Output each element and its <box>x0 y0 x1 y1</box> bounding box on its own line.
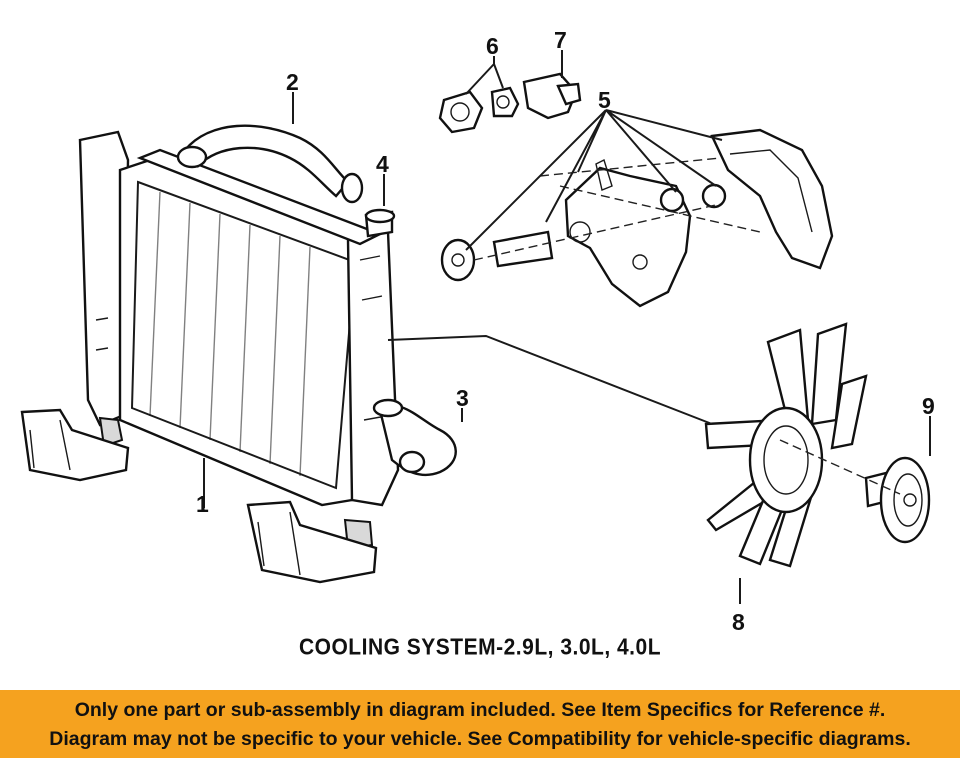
callout-2: 2 <box>286 69 299 95</box>
water-pump-assembly <box>440 128 834 308</box>
callout-numbers: 1 2 3 4 5 6 7 8 9 <box>196 27 935 635</box>
callout-5: 5 <box>598 87 611 113</box>
radiator-cap <box>364 208 396 238</box>
disclaimer-line-1: Only one part or sub-assembly in diagram… <box>74 699 886 721</box>
callout-7: 7 <box>554 27 567 53</box>
callout-6: 6 <box>486 33 499 59</box>
alignment-lines <box>473 157 901 495</box>
fan-clutch <box>864 456 931 544</box>
disclaimer-banner: Only one part or sub-assembly in diagram… <box>0 690 960 758</box>
callout-8: 8 <box>732 609 745 635</box>
callout-3: 3 <box>456 385 469 411</box>
callout-4: 4 <box>376 151 389 177</box>
fan-blade <box>704 322 868 568</box>
upper-hose <box>176 124 364 204</box>
callout-1: 1 <box>196 491 209 517</box>
diagram-caption: COOLING SYSTEM-2.9L, 3.0L, 4.0L <box>298 634 662 661</box>
lower-hose <box>372 398 457 477</box>
radiator <box>20 130 400 584</box>
disclaimer-line-2: Diagram may not be specific to your vehi… <box>49 728 911 750</box>
leader-lines <box>203 50 931 604</box>
callout-9: 9 <box>922 393 935 419</box>
thermostat-assembly <box>438 72 582 134</box>
cooling-system-diagram: 1 2 3 4 5 6 7 8 9 <box>20 27 935 635</box>
